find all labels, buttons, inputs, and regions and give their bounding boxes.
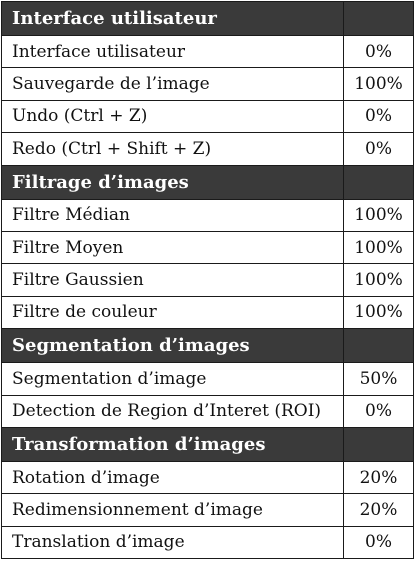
section-title: Transformation d’images	[1, 426, 344, 462]
section-header-segmentation: Segmentation d’images	[1, 328, 414, 364]
task-name: Translation d’image	[1, 525, 344, 560]
task-name: Undo (Ctrl + Z)	[1, 99, 344, 134]
section-title: Filtrage d’images	[1, 164, 344, 200]
task-progress: 50%	[343, 362, 414, 396]
table-row: Redo (Ctrl + Shift + Z) 0%	[1, 132, 414, 166]
task-name: Redo (Ctrl + Shift + Z)	[1, 132, 344, 166]
section-header-filtrage: Filtrage d’images	[1, 164, 414, 200]
table-row: Filtre Médian 100%	[1, 198, 414, 232]
section-header-blank	[343, 328, 414, 364]
table-row: Translation d’image 0%	[1, 525, 414, 560]
task-progress: 0%	[343, 394, 414, 428]
task-name: Redimensionnement d’image	[1, 493, 344, 527]
task-progress: 100%	[343, 295, 414, 330]
task-progress: 20%	[343, 493, 414, 527]
task-progress: 0%	[343, 99, 414, 134]
task-name: Segmentation d’image	[1, 362, 344, 396]
table-row: Filtre Moyen 100%	[1, 230, 414, 265]
task-progress: 0%	[343, 34, 414, 69]
table-row: Rotation d’image 20%	[1, 460, 414, 495]
section-header-blank	[343, 426, 414, 462]
task-name: Filtre Moyen	[1, 230, 344, 265]
table-row: Redimensionnement d’image 20%	[1, 493, 414, 527]
section-header-blank	[343, 164, 414, 200]
table-row: Sauvegarde de l’image 100%	[1, 67, 414, 101]
table-row: Interface utilisateur 0%	[1, 34, 414, 69]
progress-table: Interface utilisateur Interface utilisat…	[1, 1, 414, 560]
section-header-blank	[343, 1, 414, 36]
section-title: Interface utilisateur	[1, 1, 344, 36]
task-name: Filtre de couleur	[1, 295, 344, 330]
task-name: Rotation d’image	[1, 460, 344, 495]
task-name: Detection de Region d’Interet (ROI)	[1, 394, 344, 428]
task-progress: 20%	[343, 460, 414, 495]
task-progress: 100%	[343, 230, 414, 265]
section-title: Segmentation d’images	[1, 328, 344, 364]
section-header-interface: Interface utilisateur	[1, 1, 414, 36]
task-name: Interface utilisateur	[1, 34, 344, 69]
task-progress: 0%	[343, 132, 414, 166]
table-row: Undo (Ctrl + Z) 0%	[1, 99, 414, 134]
table-row: Filtre de couleur 100%	[1, 295, 414, 330]
table-row: Segmentation d’image 50%	[1, 362, 414, 396]
table-row: Detection de Region d’Interet (ROI) 0%	[1, 394, 414, 428]
section-header-transformation: Transformation d’images	[1, 426, 414, 462]
task-progress: 0%	[343, 525, 414, 560]
task-name: Filtre Gaussien	[1, 263, 344, 297]
task-progress: 100%	[343, 198, 414, 232]
task-name: Sauvegarde de l’image	[1, 67, 344, 101]
task-name: Filtre Médian	[1, 198, 344, 232]
table-row: Filtre Gaussien 100%	[1, 263, 414, 297]
task-progress: 100%	[343, 263, 414, 297]
task-progress: 100%	[343, 67, 414, 101]
